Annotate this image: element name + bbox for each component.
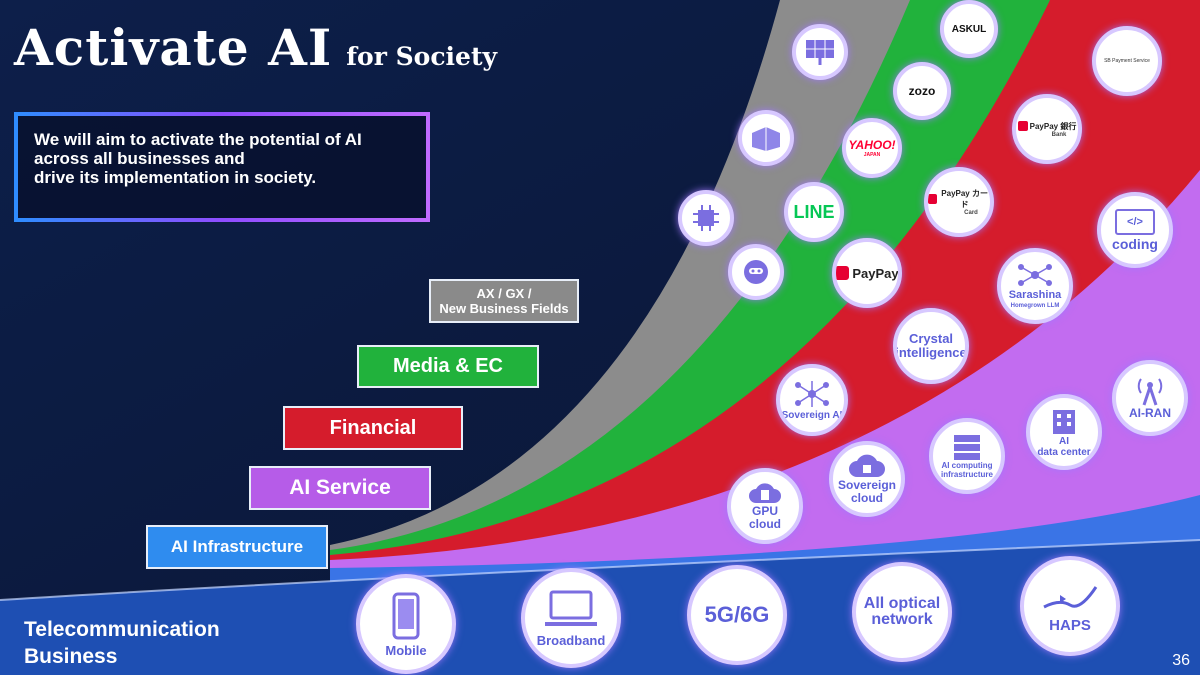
step-ax-line-2: New Business Fields xyxy=(439,301,569,316)
step-financial: Financial xyxy=(283,406,463,450)
bubble-broadband: Broadband xyxy=(521,568,621,668)
label-5g6g: 5G/6G xyxy=(704,602,770,627)
mission-box: We will aim to activate the potential of… xyxy=(14,112,430,222)
code-icon: </> xyxy=(1115,209,1155,235)
bubble-ai-data-center: AI data center xyxy=(1026,394,1102,470)
bubble-container xyxy=(738,110,794,166)
label-optical-1: All optical xyxy=(863,595,941,612)
label-haps: HAPS xyxy=(1049,616,1091,634)
code-symbol: </> xyxy=(1127,216,1143,228)
label-sarashina-sub: Homegrown LLM xyxy=(1010,303,1060,309)
bubble-optical: All optical network xyxy=(852,562,952,662)
label-line: LINE xyxy=(793,201,835,222)
bubble-askul: ASKUL xyxy=(940,0,998,58)
label-yahoo: YAHOO! xyxy=(848,138,896,152)
title-sub: for Society xyxy=(346,42,498,71)
label-crystal-1: Crystal xyxy=(908,331,954,346)
telecom-line-2: Business xyxy=(24,645,118,668)
label-yahoo-sub: JAPAN xyxy=(863,152,881,158)
bubble-paypay: PayPay xyxy=(832,238,902,308)
label-sb-payment: SB Payment Service xyxy=(1104,58,1150,64)
bubble-mobile: Mobile xyxy=(356,574,456,674)
cloud-lock-icon xyxy=(849,454,885,477)
label-ai-ran: AI-RAN xyxy=(1129,405,1171,420)
label-ai-computing-1: AI computing xyxy=(941,461,993,470)
network-icon xyxy=(1018,264,1052,286)
label-gpu-2: cloud xyxy=(749,517,781,531)
laptop-icon xyxy=(545,590,597,626)
chip-icon xyxy=(693,205,719,231)
cloud-icon xyxy=(749,483,781,503)
bubble-paypay-bank: PayPay 銀行 Bank xyxy=(1012,94,1082,164)
step-ax-gx: AX / GX / New Business Fields xyxy=(429,279,579,323)
bubble-gpu-cloud: GPU cloud xyxy=(727,468,803,544)
bubble-robot xyxy=(728,244,784,300)
robot-icon xyxy=(744,260,768,284)
mission-line-1: We will aim to activate the potential of… xyxy=(34,130,362,149)
label-ai-dc-1: AI xyxy=(1059,436,1069,447)
bubble-paypay-card: PayPay カード Card xyxy=(924,167,994,237)
label-paypay-card-sub: Card xyxy=(964,210,978,216)
solar-panel-icon xyxy=(806,40,834,65)
label-broadband: Broadband xyxy=(536,632,606,648)
title-main: Activate AI xyxy=(14,18,333,77)
bubble-zozo: zozo xyxy=(893,62,951,120)
label-coding: coding xyxy=(1112,236,1158,252)
container-icon xyxy=(752,127,780,151)
building-icon xyxy=(1053,410,1075,434)
telecom-line-1: Telecommunication xyxy=(24,618,220,641)
label-optical-2: network xyxy=(871,611,933,628)
server-icon xyxy=(954,435,980,460)
label-paypay-card: PayPay カード xyxy=(941,189,988,209)
label-paypay: PayPay xyxy=(852,265,899,281)
label-ai-computing-2: infrastructure xyxy=(940,470,993,479)
bubble-ai-ran: AI-RAN xyxy=(1112,360,1188,436)
step-ax-line-1: AX / GX / xyxy=(476,286,532,301)
paypay-logo: PayPay xyxy=(836,265,899,281)
label-sovereign-cloud-2: cloud xyxy=(851,491,883,505)
label-zozo: zozo xyxy=(908,84,936,98)
label-paypay-bank: PayPay 銀行 xyxy=(1029,121,1077,131)
label-paypay-bank-sub: Bank xyxy=(1051,131,1067,138)
mission-line-2: across all businesses and xyxy=(34,149,245,168)
step-media-ec: Media & EC xyxy=(357,345,539,388)
label-ai-dc-2: data center xyxy=(1037,447,1091,458)
network-icon xyxy=(795,380,829,407)
bubble-sb-payment: SB Payment Service xyxy=(1092,26,1162,96)
satellite-wave-icon xyxy=(1043,585,1098,608)
bubble-5g6g: 5G/6G xyxy=(687,565,787,665)
telecom-label: Telecommunication Business xyxy=(24,616,220,670)
step-ai-infrastructure: AI Infrastructure xyxy=(146,525,328,569)
bubble-sovereign-ai: Sovereign AI xyxy=(776,364,848,436)
paypay-bank-logo: PayPay 銀行 xyxy=(1017,121,1077,132)
phone-icon xyxy=(392,592,420,639)
label-sovereign-cloud-1: Sovereign xyxy=(837,478,897,492)
page-number: 36 xyxy=(1172,652,1190,669)
bubble-line: LINE xyxy=(784,182,844,242)
label-askul: ASKUL xyxy=(951,23,987,35)
step-ai-service: AI Service xyxy=(249,466,431,510)
label-mobile: Mobile xyxy=(385,642,427,658)
bubble-crystal: Crystal intelligence xyxy=(893,308,969,384)
bubble-solar xyxy=(792,24,848,80)
slide-title: Activate AI for Society xyxy=(14,18,497,77)
paypay-card-logo: PayPay カード xyxy=(928,188,990,210)
mission-line-3: drive its implementation in society. xyxy=(34,168,317,187)
bubble-ai-computing: AI computing infrastructure xyxy=(929,418,1005,494)
antenna-icon xyxy=(1137,377,1163,405)
bubble-chip xyxy=(678,190,734,246)
label-gpu-1: GPU xyxy=(751,504,778,518)
bubble-sarashina: Sarashina Homegrown LLM xyxy=(997,248,1073,324)
bubble-haps: HAPS xyxy=(1020,556,1120,656)
label-sarashina: Sarashina xyxy=(1008,289,1062,301)
label-sovereign-ai: Sovereign AI xyxy=(781,409,843,421)
bubble-sovereign-cloud: Sovereign cloud xyxy=(829,441,905,517)
bubble-yahoo: YAHOO! JAPAN xyxy=(842,118,902,178)
label-crystal-2: intelligence xyxy=(895,345,967,360)
bubble-coding: </> coding xyxy=(1097,192,1173,268)
